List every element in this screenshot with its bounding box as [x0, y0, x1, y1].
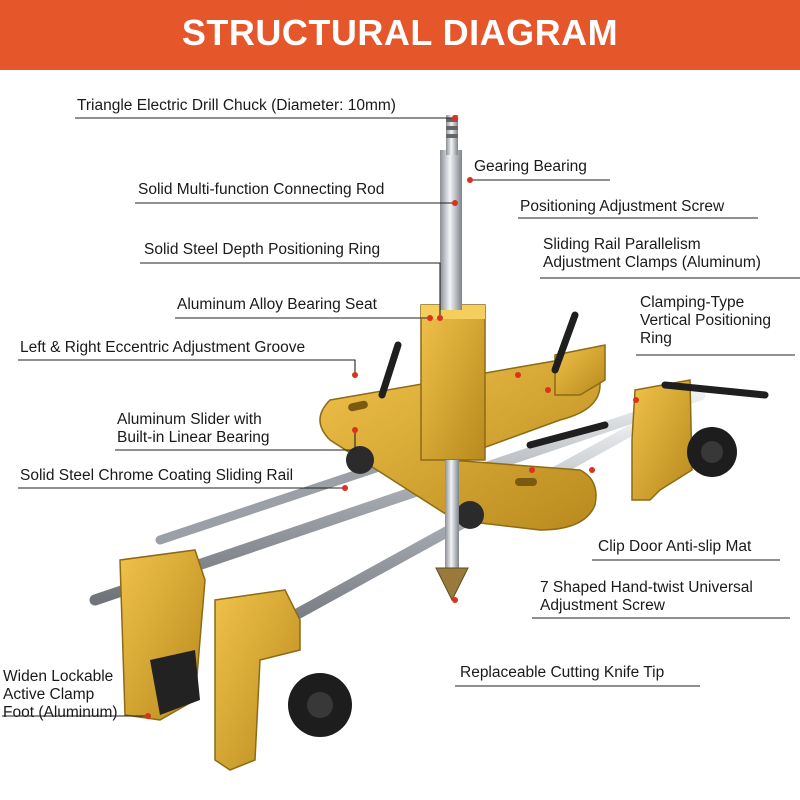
lever-handles [378, 311, 769, 449]
label-vertical-ring: Clamping-Type Vertical Positioning Ring [640, 294, 771, 348]
label-hand-twist-screw: 7 Shaped Hand-twist Universal Adjustment… [540, 579, 753, 615]
label-sliding-rail: Solid Steel Chrome Coating Sliding Rail [20, 467, 294, 484]
label-line: Active Clamp [3, 686, 95, 703]
label-line: Clamping-Type [640, 294, 745, 311]
label-line: Built-in Linear Bearing [117, 429, 270, 446]
page-title: STRUCTURAL DIAGRAM [181, 12, 619, 53]
left-clamp-front [214, 589, 352, 771]
label-positioning-screw: Positioning Adjustment Screw [520, 198, 725, 215]
label-parallelism-clamps: Sliding Rail Parallelism Adjustment Clam… [543, 236, 761, 272]
label-gearing-bearing: Gearing Bearing [474, 158, 587, 175]
label-bearing-seat: Aluminum Alloy Bearing Seat [177, 296, 377, 313]
label-line: Widen Lockable [3, 668, 114, 685]
right-clamp-upper [554, 344, 606, 396]
label-line: Ring [640, 330, 672, 347]
label-line: Sliding Rail Parallelism [543, 236, 701, 253]
label-drill-chuck: Triangle Electric Drill Chuck (Diameter:… [77, 97, 396, 114]
label-eccentric-groove: Left & Right Eccentric Adjustment Groove [20, 339, 306, 356]
label-clamp-foot: Widen Lockable Active Clamp Foot (Alumin… [3, 668, 118, 722]
connecting-rod [435, 115, 469, 602]
callout-markers [145, 115, 639, 719]
label-line: Adjustment Clamps (Aluminum) [543, 254, 761, 271]
label-line: Foot (Aluminum) [3, 704, 118, 721]
label-aluminum-slider: Aluminum Slider with Built-in Linear Bea… [117, 411, 270, 447]
label-line: Adjustment Screw [540, 597, 665, 614]
label-anti-slip-mat: Clip Door Anti-slip Mat [598, 538, 752, 555]
label-depth-ring: Solid Steel Depth Positioning Ring [144, 241, 381, 258]
left-clamp-rear [119, 549, 206, 721]
right-clamp-lower [631, 379, 737, 501]
title-banner [0, 0, 800, 70]
bearing-seat [420, 304, 486, 461]
leader-lines [2, 117, 800, 717]
label-line: Vertical Positioning [640, 312, 771, 329]
label-cutting-tip: Replaceable Cutting Knife Tip [460, 664, 665, 681]
label-line: Aluminum Slider with [117, 411, 262, 428]
label-connecting-rod: Solid Multi-function Connecting Rod [138, 181, 385, 198]
label-line: 7 Shaped Hand-twist Universal [540, 579, 753, 596]
